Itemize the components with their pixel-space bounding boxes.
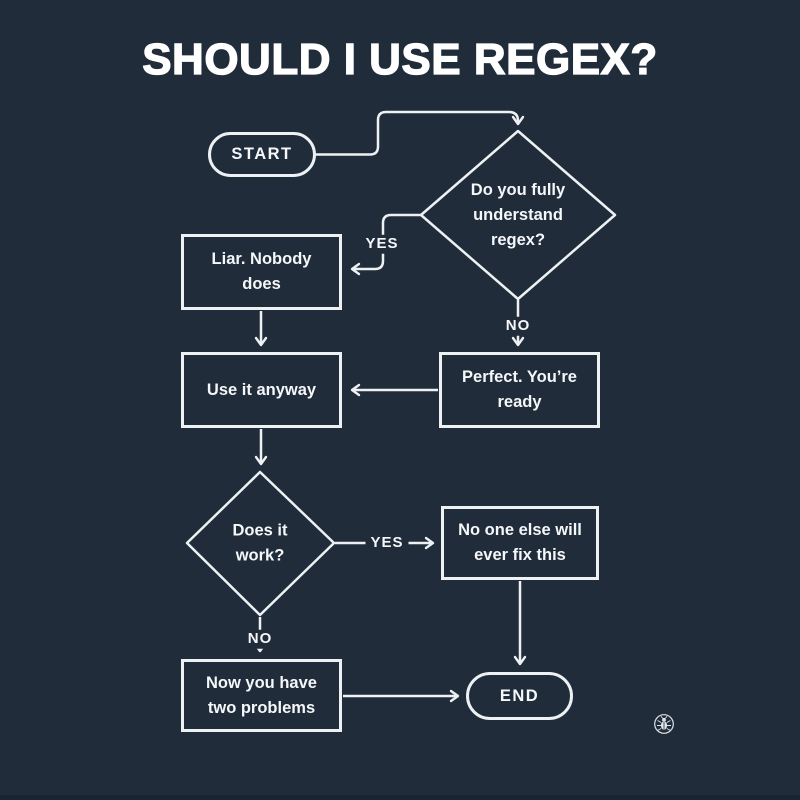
edge-label-yes-does-work: YES	[365, 533, 409, 553]
perfect-node: Perfect. You’re ready	[439, 352, 600, 428]
liar-node: Liar. Nobody does	[181, 234, 342, 310]
node-text-line: No one else will	[458, 521, 582, 540]
two-problems-node-text: Now you have two problems	[206, 671, 317, 721]
end-node: END	[466, 672, 573, 720]
no-one-node: No one else will ever fix this	[441, 506, 599, 580]
use-anyway-node-text: Use it anyway	[207, 378, 316, 403]
edge-label-yes-understand: YES	[360, 234, 404, 254]
decision-does-work-text: Does it work?	[170, 518, 350, 568]
node-text-line: ready	[497, 393, 542, 411]
edge-label-no-does-work: NO	[242, 629, 278, 649]
node-text-line: Use it anyway	[206, 380, 317, 399]
no-one-node-text: No one else will ever fix this	[458, 518, 582, 568]
use-anyway-node: Use it anyway	[181, 352, 342, 428]
edge-start-to-understand	[316, 110, 525, 156]
bug-icon	[654, 714, 674, 734]
decision-understand-text: Do you fully understand regex?	[428, 178, 608, 252]
node-text-line: regex?	[490, 230, 546, 249]
start-node-label: START	[231, 145, 293, 164]
node-text-line: two problems	[207, 698, 316, 717]
node-text-line: Now you have	[206, 673, 317, 692]
decision-diamond-does-work	[185, 470, 336, 617]
perfect-node-text: Perfect. You’re ready	[462, 365, 577, 415]
node-text-line: Liar. Nobody	[211, 250, 312, 269]
node-text-line: ever fix this	[474, 546, 566, 564]
start-node: START	[208, 132, 316, 177]
liar-node-text: Liar. Nobody does	[212, 247, 312, 297]
node-text-line: work?	[235, 546, 285, 564]
node-text-line: does	[242, 275, 281, 293]
page-title: SHOULD I USE REGEX?	[142, 35, 658, 84]
node-text-line: Do you fully	[470, 180, 566, 199]
two-problems-node: Now you have two problems	[181, 659, 342, 732]
edge-label-no-understand: NO	[500, 316, 536, 336]
bottom-edge-strip	[0, 795, 800, 800]
decision-diamond-understand	[419, 129, 617, 301]
node-text-line: Does it	[232, 521, 288, 540]
end-node-label: END	[499, 686, 540, 705]
node-text-line: Perfect. You’re	[462, 368, 577, 387]
node-text-line: understand	[473, 205, 563, 224]
